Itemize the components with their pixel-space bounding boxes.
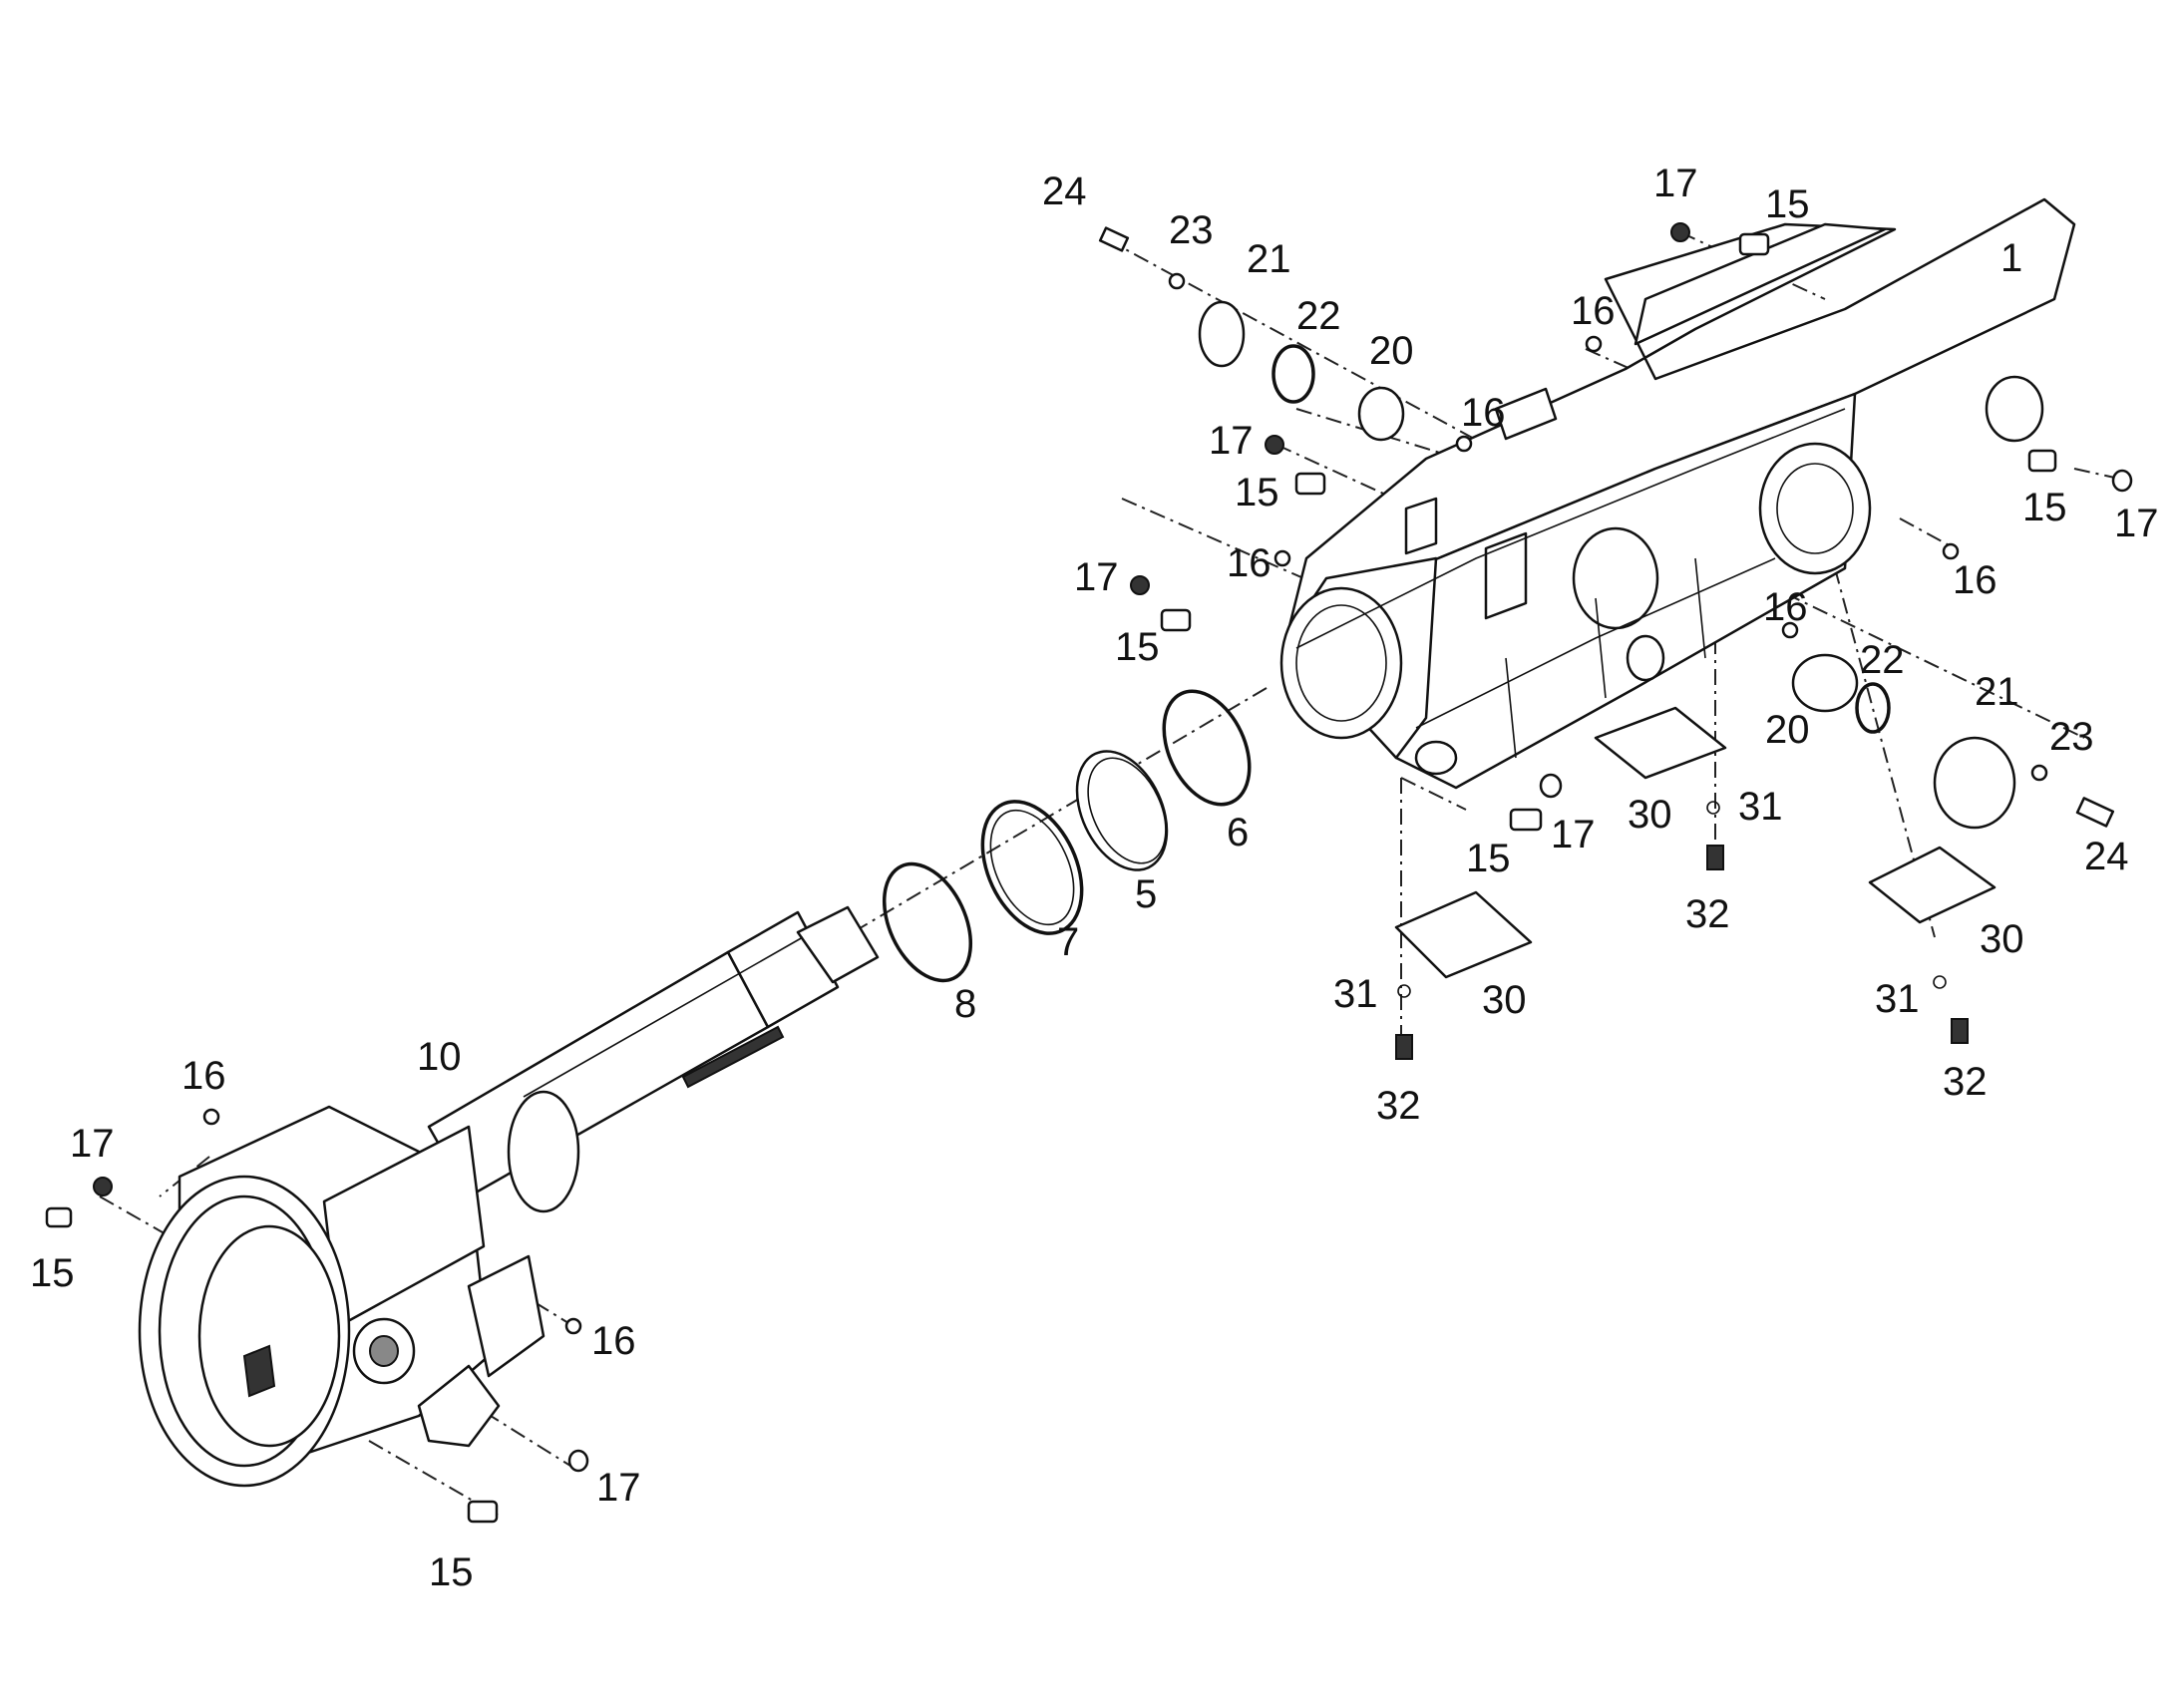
callout-5: 5 bbox=[1135, 872, 1157, 916]
callout-16: 16 bbox=[182, 1054, 226, 1098]
callout-21: 21 bbox=[1975, 670, 2019, 714]
main-frame-housing bbox=[1279, 197, 2076, 790]
callout-30: 30 bbox=[1482, 978, 1527, 1022]
callout-24: 24 bbox=[1042, 170, 1087, 213]
callout-15: 15 bbox=[2022, 486, 2067, 529]
callout-15: 15 bbox=[1765, 182, 1810, 226]
callout-16: 16 bbox=[1227, 541, 1272, 585]
cylinder-assembly bbox=[138, 905, 880, 1488]
callout-20: 20 bbox=[1369, 329, 1414, 373]
callout-15: 15 bbox=[1466, 837, 1511, 880]
callout-31: 31 bbox=[1333, 972, 1378, 1016]
callout-23: 23 bbox=[2049, 715, 2094, 759]
callout-30: 30 bbox=[1628, 793, 1672, 837]
callout-15: 15 bbox=[30, 1251, 75, 1295]
callout-16: 16 bbox=[1763, 585, 1808, 629]
callout-32: 32 bbox=[1943, 1060, 1988, 1104]
callout-1: 1 bbox=[2000, 236, 2022, 280]
callout-17: 17 bbox=[1074, 555, 1119, 599]
callout-15: 15 bbox=[429, 1550, 474, 1594]
callout-15: 15 bbox=[1235, 471, 1279, 514]
callout-10: 10 bbox=[417, 1035, 462, 1079]
callout-32: 32 bbox=[1685, 892, 1730, 936]
callout-6: 6 bbox=[1227, 811, 1249, 854]
callout-17: 17 bbox=[2114, 502, 2159, 545]
callout-30: 30 bbox=[1980, 917, 2024, 961]
callout-17: 17 bbox=[1653, 162, 1698, 205]
callout-16: 16 bbox=[591, 1319, 636, 1363]
callout-23: 23 bbox=[1169, 208, 1214, 252]
callout-31: 31 bbox=[1738, 785, 1783, 829]
callout-8: 8 bbox=[954, 982, 976, 1026]
callout-16: 16 bbox=[1953, 558, 1998, 602]
seal-rings bbox=[882, 689, 1252, 983]
callout-16: 16 bbox=[1461, 391, 1506, 435]
callout-21: 21 bbox=[1247, 237, 1291, 281]
callout-17: 17 bbox=[1551, 813, 1596, 856]
hardware bbox=[45, 222, 2133, 1524]
callout-22: 22 bbox=[1296, 294, 1341, 338]
callout-15: 15 bbox=[1115, 625, 1160, 669]
callout-17: 17 bbox=[596, 1466, 641, 1510]
callout-7: 7 bbox=[1057, 920, 1079, 964]
callout-16: 16 bbox=[1571, 289, 1616, 333]
callout-17: 17 bbox=[70, 1122, 115, 1166]
callout-31: 31 bbox=[1875, 977, 1920, 1021]
callout-32: 32 bbox=[1376, 1084, 1421, 1128]
callout-22: 22 bbox=[1860, 638, 1905, 682]
callout-17: 17 bbox=[1209, 419, 1254, 463]
callout-24: 24 bbox=[2084, 835, 2129, 878]
callout-20: 20 bbox=[1765, 708, 1810, 752]
